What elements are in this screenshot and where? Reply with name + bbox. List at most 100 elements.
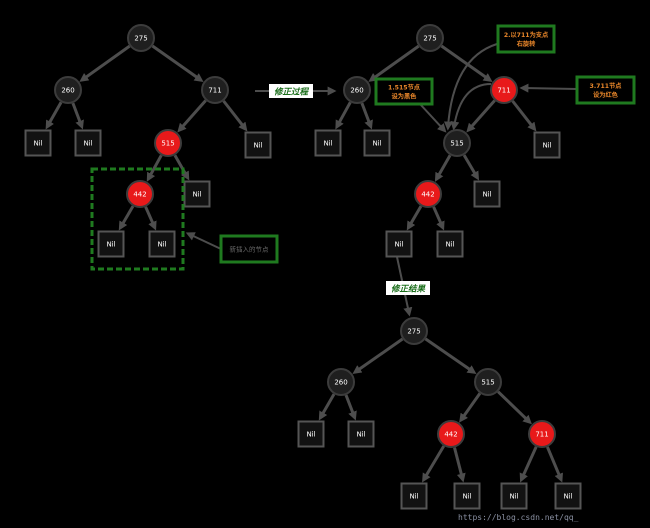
node-circle — [327, 368, 355, 396]
node-711: 711 — [490, 76, 518, 104]
edge-515-442 — [434, 154, 452, 182]
nil-box — [453, 482, 481, 510]
edge-711-nil — [546, 446, 563, 483]
node-label: 711 — [535, 431, 548, 439]
node-711: 711 — [528, 420, 556, 448]
node-circle — [154, 129, 182, 157]
edge-260-nil — [360, 102, 373, 130]
edge-275-260 — [352, 337, 404, 374]
edge-260-nil — [335, 101, 352, 130]
edge-442-nil — [406, 205, 423, 231]
edge-260-nil — [71, 102, 84, 130]
node-circle — [416, 24, 444, 52]
nil-leaf: Nil — [473, 180, 501, 208]
watermark: https://blog.csdn.net/qq_ — [458, 513, 579, 522]
nil-box — [363, 129, 391, 157]
tree-before: 275 260 711 515 442 Nil Nil Nil — [24, 24, 279, 271]
edge-260-nil — [344, 394, 357, 421]
nil-label: Nil — [482, 191, 491, 199]
nil-leaf: Nil — [314, 129, 342, 157]
node-515: 515 — [154, 129, 182, 157]
nil-leaf: Nil — [436, 230, 464, 258]
nil-box — [297, 420, 325, 448]
nil-label: Nil — [253, 142, 262, 150]
rotation-curve-arrow — [443, 43, 498, 131]
edge-711-nil — [222, 100, 248, 132]
node-circle — [474, 368, 502, 396]
nil-box — [554, 482, 582, 510]
node-circle — [127, 24, 155, 52]
step-text-line2: 右旋转 — [517, 40, 536, 48]
edge-711-515 — [466, 99, 496, 133]
nil-leaf: Nil — [244, 131, 272, 159]
node-442: 442 — [414, 180, 442, 208]
nil-box — [183, 180, 211, 208]
node-label: 442 — [421, 191, 434, 199]
node-circle — [528, 420, 556, 448]
edge-260-nil — [45, 101, 63, 130]
nil-label: Nil — [563, 493, 572, 501]
step-text-line1: 3.711节点 — [590, 82, 623, 90]
node-circle — [437, 420, 465, 448]
edges — [45, 44, 563, 483]
edge-275-260 — [79, 44, 131, 82]
nil-box — [400, 482, 428, 510]
nil-label: Nil — [306, 431, 315, 439]
nil-label: Nil — [462, 493, 471, 501]
step-box — [575, 75, 636, 105]
step3-note: 3.711节点 设为红色 — [575, 75, 636, 105]
nil-leaf: Nil — [533, 131, 561, 159]
nil-box — [533, 131, 561, 159]
node-260: 260 — [54, 76, 82, 104]
node-circle — [201, 76, 229, 104]
node-circle — [414, 180, 442, 208]
node-275: 275 — [416, 24, 444, 52]
step-box — [496, 24, 556, 54]
nil-box — [500, 482, 528, 510]
node-label: 442 — [133, 191, 146, 199]
nil-label: Nil — [157, 241, 166, 249]
edge-260-nil — [318, 393, 336, 421]
nil-box — [385, 230, 413, 258]
result-caption: 修正结果 — [386, 281, 430, 295]
nil-leaf: Nil — [500, 482, 528, 510]
nil-leaf: Nil — [554, 482, 582, 510]
step-text-line1: 1.515节点 — [388, 84, 421, 92]
node-label: 260 — [334, 379, 347, 387]
step3-pointer-arrow — [519, 83, 578, 93]
node-circle — [126, 180, 154, 208]
nil-label: Nil — [323, 140, 332, 148]
caption-text: 修正结果 — [391, 284, 427, 295]
nil-label: Nil — [33, 140, 42, 148]
nil-box — [74, 129, 102, 157]
nil-label: Nil — [542, 142, 551, 150]
edge-275-711 — [151, 44, 204, 82]
step2-note: 2.以711为支点 右旋转 — [496, 24, 556, 54]
nil-box — [97, 230, 125, 258]
nil-box — [347, 420, 375, 448]
node-label: 515 — [161, 140, 174, 148]
node-circle — [443, 129, 471, 157]
nil-leaf: Nil — [24, 129, 52, 157]
caption-background — [269, 84, 313, 98]
nil-leaf: Nil — [183, 180, 211, 208]
node-circle — [490, 76, 518, 104]
edge-442-nil — [144, 206, 157, 231]
node-circle — [343, 76, 371, 104]
process-caption: 修正过程 — [269, 84, 313, 98]
node-label: 275 — [134, 35, 147, 43]
node-label: 711 — [497, 87, 510, 95]
nil-label: Nil — [394, 241, 403, 249]
nil-box — [24, 129, 52, 157]
node-label: 275 — [423, 35, 436, 43]
step-box — [374, 77, 434, 106]
nil-label: Nil — [409, 493, 418, 501]
node-260: 260 — [327, 368, 355, 396]
node-circle — [400, 317, 428, 345]
edge-275-711 — [440, 44, 493, 82]
node-275: 275 — [400, 317, 428, 345]
edge-442-nil — [422, 445, 446, 483]
nil-leaf: Nil — [148, 230, 176, 258]
note-text: 新插入的节点 — [230, 245, 270, 254]
